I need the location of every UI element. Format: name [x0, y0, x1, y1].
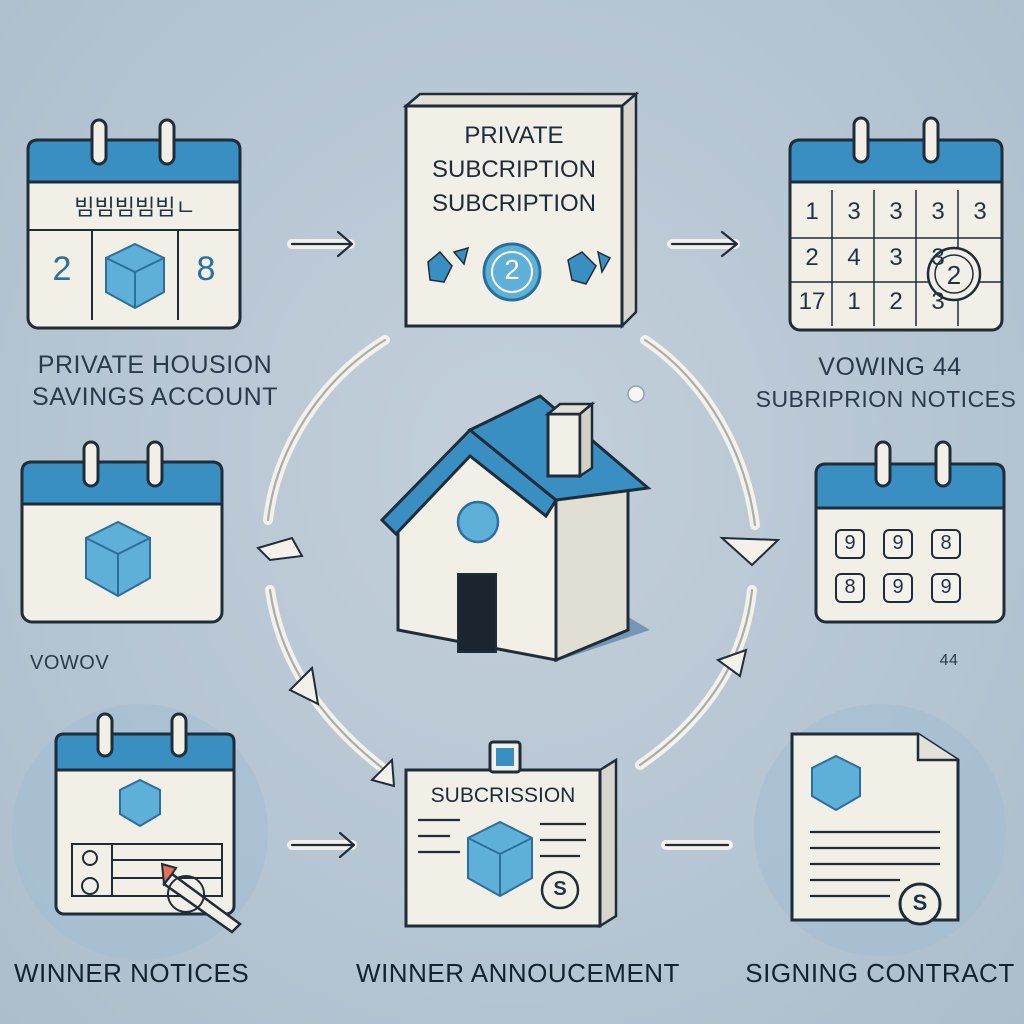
label-notices-line2: SUBRIPRION NOTICES: [755, 386, 1017, 412]
contract-seal-symbol: S: [912, 890, 928, 915]
grid-symbol: 9: [892, 532, 904, 554]
arrowhead-right-arc: [719, 536, 781, 567]
grid-symbol: 9: [892, 576, 904, 598]
grid-cell: 2: [805, 244, 819, 271]
grid-cell: 3: [931, 288, 945, 315]
document-title: SUBCRISSION: [430, 784, 576, 807]
arc-top-left: [263, 335, 390, 525]
arrowhead-bottom-right-arc: [715, 648, 748, 678]
label-savings-line2: SAVINGS ACCOUNT: [32, 383, 278, 411]
calendar-number-left: 2: [52, 250, 72, 288]
cube-icon: [85, 520, 151, 598]
grid-badge-number: 2: [946, 260, 962, 290]
decor-dot: [627, 385, 645, 403]
arc-bottom-right: [635, 585, 757, 770]
cube-icon: [811, 754, 861, 812]
grid-cell: 17: [798, 288, 826, 315]
grid-cell: 1: [847, 288, 861, 315]
grid-cell: 3: [889, 198, 903, 225]
decor-sparkle-left: [427, 246, 470, 283]
grid-cell: 3: [889, 244, 903, 271]
label-signing-contract: SIGNING CONTRACT: [745, 958, 1015, 988]
grid-cell: 2: [889, 288, 903, 315]
label-middle-left: VOWOV: [30, 652, 110, 674]
cube-icon: [467, 820, 533, 898]
label-winner-announcement: WINNER ANNOUCEMENT: [356, 958, 680, 988]
arrowhead-bottom-left-arc: [288, 665, 320, 706]
grid-symbol: 8: [844, 576, 856, 598]
grid-cell: 1: [805, 198, 819, 225]
arrowhead-bottom-left-arc-2: [370, 757, 396, 788]
book-title-line3: SUBCRIPTION: [431, 190, 596, 217]
book-title-line2: SUBCRIPTION: [431, 156, 596, 183]
grid-symbol: 8: [940, 532, 952, 554]
decor-sparkle-right: [567, 250, 612, 285]
calendar-number-right: 8: [196, 250, 216, 288]
pen-icon: [160, 862, 242, 934]
grid-cell: 3: [931, 198, 945, 225]
arc-top-right: [640, 335, 760, 530]
grid-cell: 4: [847, 244, 861, 271]
arrowhead-left-arc: [256, 536, 304, 562]
label-middle-right: 44: [939, 652, 959, 669]
label-winner-notices: WINNER NOTICES: [14, 958, 250, 988]
grid-cell: 3: [973, 198, 987, 225]
grid-cell: 3: [931, 244, 945, 271]
grid-symbol: 9: [844, 532, 856, 554]
grid-cell: 3: [847, 198, 861, 225]
calendar-header-text: 빔빔빔빔빔ㄴ: [74, 195, 196, 220]
book-badge-number: 2: [504, 254, 520, 285]
cube-icon: [119, 778, 161, 828]
book-title-line1: PRIVATE: [464, 122, 564, 149]
grid-symbol: 9: [940, 576, 952, 598]
cube-icon: [105, 242, 165, 310]
label-notices-line1: VOWING 44: [818, 353, 962, 381]
label-savings-line1: PRIVATE HOUSION: [37, 351, 273, 379]
seal-symbol: S: [553, 878, 567, 900]
